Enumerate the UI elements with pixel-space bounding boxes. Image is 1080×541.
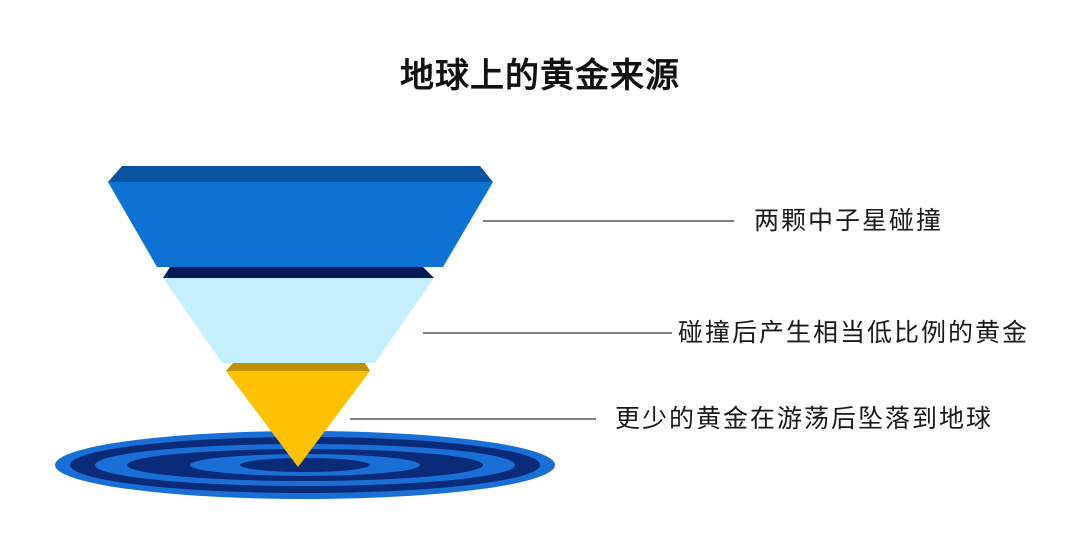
label-gold-falls-to-earth: 更少的黄金在游荡后坠落到地球 [615, 404, 994, 433]
label-neutron-star-collision: 两颗中子星碰撞 [754, 206, 944, 235]
middle-band [163, 278, 434, 363]
top-band-cap [108, 166, 493, 182]
ring-center [240, 458, 370, 472]
gold-band-cap [226, 363, 370, 371]
target-rings [55, 431, 555, 499]
top-band [108, 182, 493, 267]
label-low-gold-ratio: 碰撞后产生相当低比例的黄金 [678, 318, 1030, 347]
diagram-title: 地球上的黄金来源 [400, 56, 680, 96]
gold-triangle [226, 371, 370, 467]
middle-band-cap [163, 267, 434, 278]
